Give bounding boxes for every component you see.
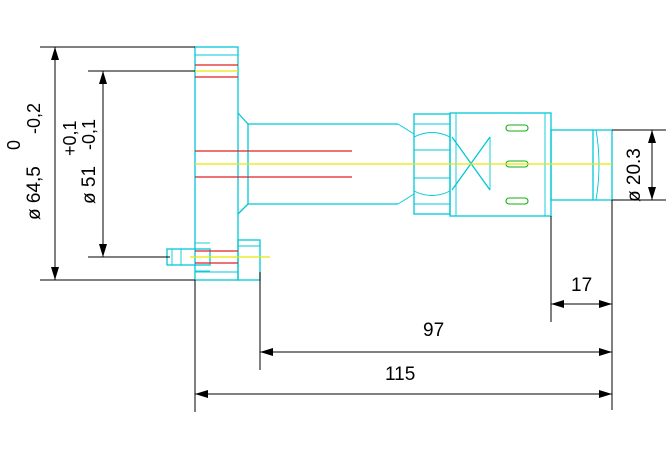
dim-length-97: 97 bbox=[259, 272, 612, 370]
dim-outer-diameter-tol-lower: -0,2 bbox=[24, 103, 44, 134]
dim-bolt-circle-nominal: ø 51 bbox=[79, 166, 100, 204]
dim-tip-length: 17 bbox=[550, 200, 613, 410]
dim-bolt-circle: ø 51 -0,1 +0,1 bbox=[60, 70, 195, 258]
dim-length-115: 115 bbox=[194, 280, 612, 412]
dim-outer-diameter: ø 64,5 -0,2 0 bbox=[4, 46, 195, 281]
dim-outer-diameter-nominal: ø 64,5 bbox=[24, 166, 45, 220]
dim-outer-diameter-tol-upper: 0 bbox=[4, 140, 24, 150]
tip bbox=[550, 129, 613, 201]
dim-length-97-label: 97 bbox=[423, 320, 444, 341]
boss bbox=[237, 239, 261, 281]
dim-length-115-label: 115 bbox=[385, 364, 415, 385]
dim-tip-diameter-label: ø 20.3 bbox=[624, 148, 645, 202]
dim-tip-diameter: ø 20.3 bbox=[612, 129, 666, 202]
centerlines bbox=[190, 70, 612, 258]
dim-bolt-circle-tol-upper: +0,1 bbox=[60, 120, 80, 156]
dim-tip-length-label: 17 bbox=[571, 275, 592, 296]
dim-bolt-circle-tol-lower: -0,1 bbox=[79, 119, 99, 150]
hidden-lines bbox=[195, 64, 352, 264]
